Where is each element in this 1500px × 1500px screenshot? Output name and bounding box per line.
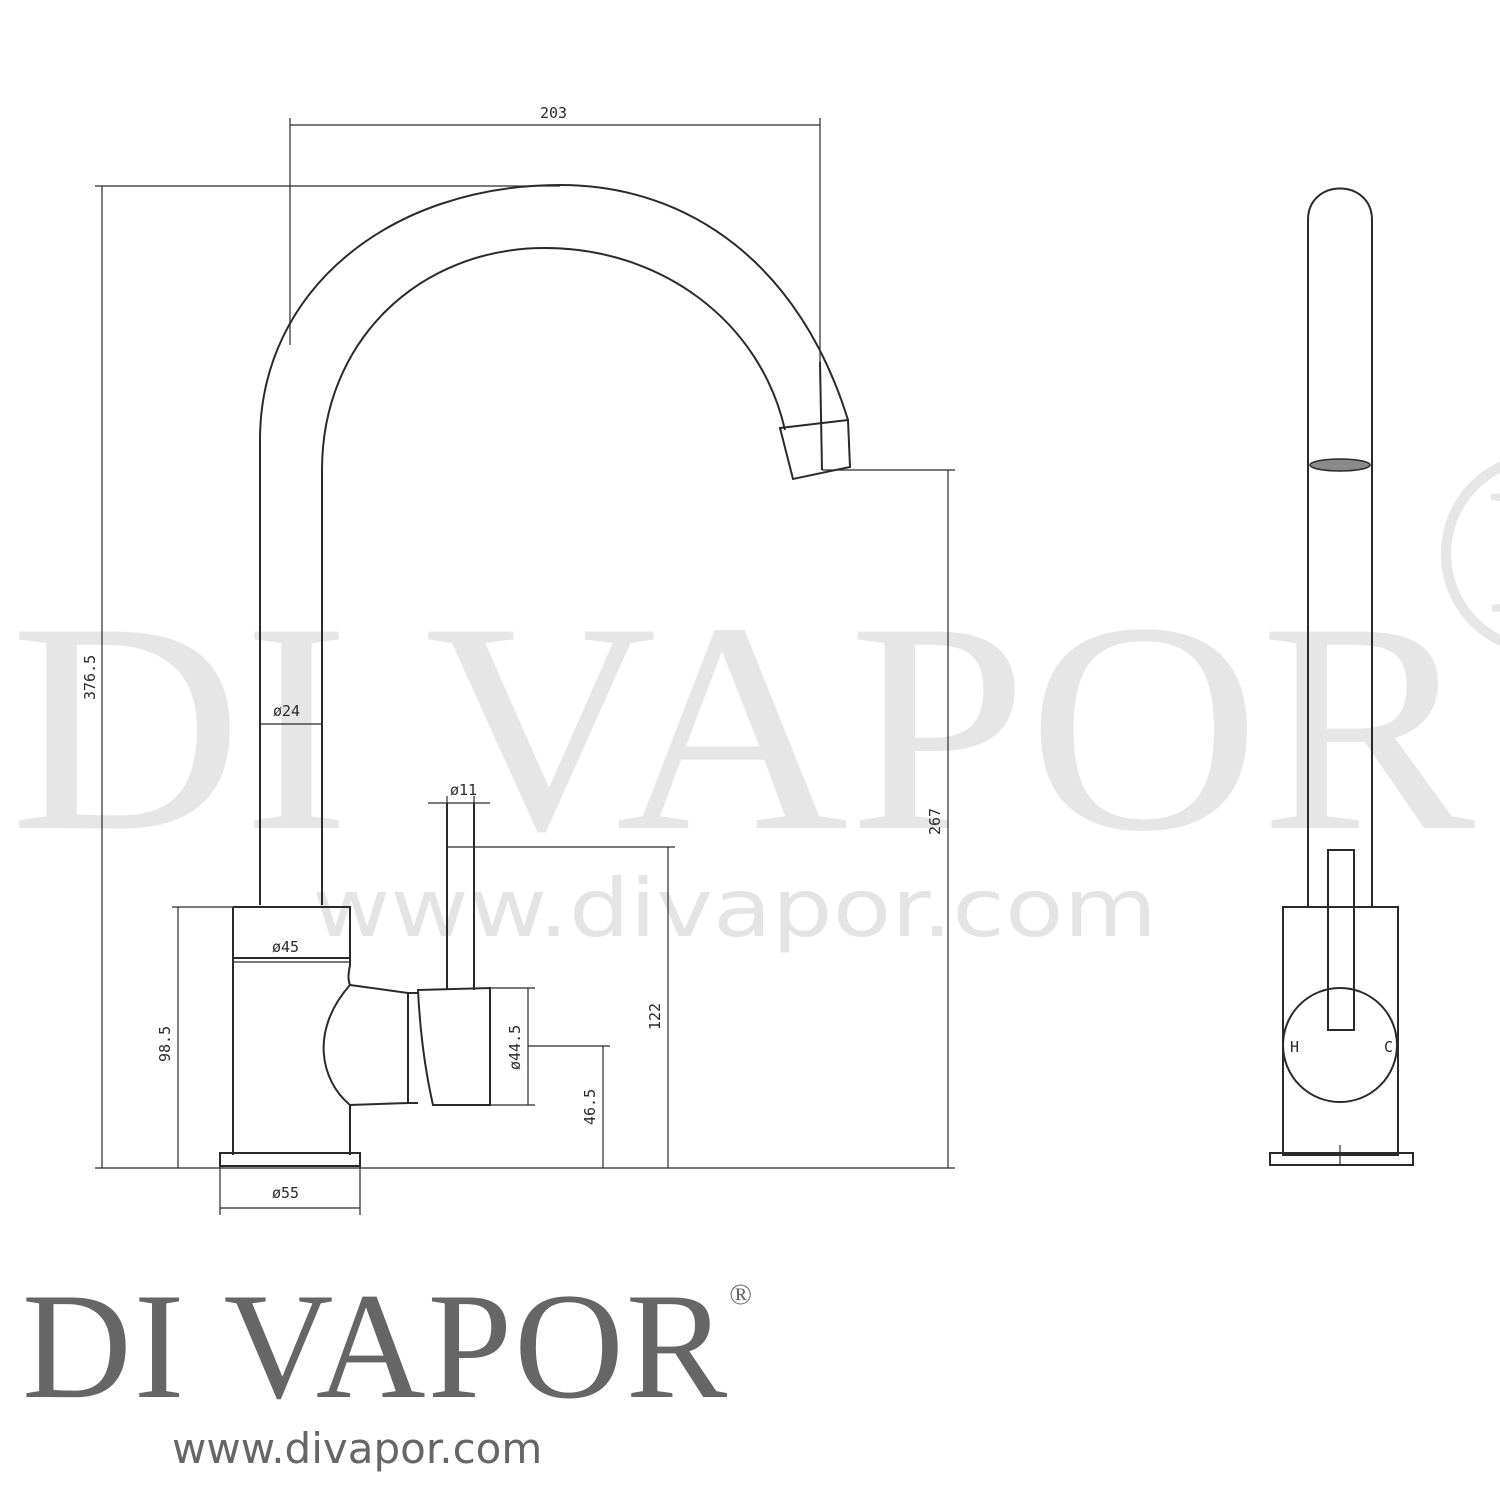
dim-46-label: 46.5 [581,1089,599,1125]
dim-122-label: 122 [646,1003,664,1030]
watermark-registered-mark: ® [1428,385,1500,717]
watermark-url: www.divapor.com [312,862,1157,955]
spout-inner-edge [321,246,786,905]
handle-hub [322,984,409,1107]
dimension-lines: 203 376.5 267 ø24 ø11 ø45 98.5 122 [81,104,955,1215]
side-base [1269,1152,1414,1166]
side-hot-label: H [1290,1038,1299,1056]
brand-logo: DI VAPOR® [22,1270,752,1422]
brand-registered-mark: ® [729,1278,753,1311]
watermark-brand: DI VAPOR [10,561,1477,893]
side-handle [1282,987,1398,1103]
lever [446,803,475,990]
dim-267-label: 267 [926,808,944,835]
side-aerator [1309,458,1371,472]
handle-block [416,986,491,1106]
dim-376-label: 376.5 [81,655,99,700]
spout-outer-edge [259,183,849,905]
side-cold-label: C [1384,1038,1393,1056]
side-spout [1307,187,1373,907]
side-lever [1327,849,1355,1031]
dim-45-label: ø45 [272,938,299,956]
tap-side-view: H C [1269,187,1414,1166]
dim-44-label: ø44.5 [506,1025,524,1070]
brand-name: DI VAPOR [22,1262,730,1430]
dim-98-label: 98.5 [156,1026,174,1062]
tap-body [232,906,351,1155]
dim-24-label: ø24 [273,702,300,720]
spout-nozzle [778,418,852,481]
watermark: DI VAPOR ® www.divapor.com [10,385,1500,955]
dim-203-label: 203 [540,104,567,122]
tap-base [219,1152,361,1167]
dim-11-label: ø11 [450,781,477,799]
brand-url: www.divapor.com [172,1424,543,1473]
tap-front-view [219,183,852,1167]
dim-55-label: ø55 [272,1184,299,1202]
